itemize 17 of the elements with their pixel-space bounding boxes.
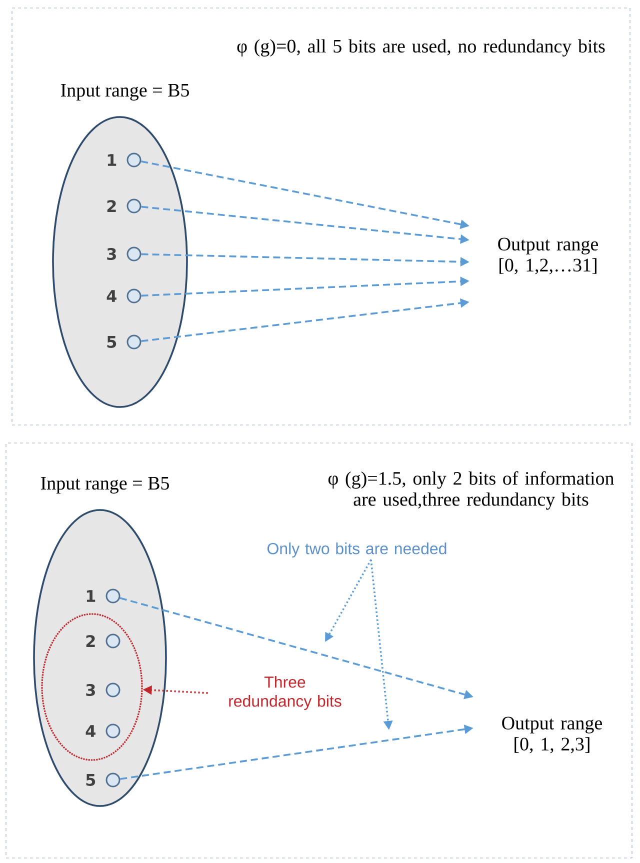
dotted-ellipse	[41, 613, 143, 761]
annotation-text: Three redundancy bits	[229, 676, 342, 710]
node-label: 4	[86, 725, 96, 737]
node-label: Input range = B5	[60, 84, 189, 101]
node-label: 1	[86, 590, 96, 602]
annotation-text: Only two bits are needed	[267, 542, 446, 558]
node-label: 2	[86, 635, 95, 647]
node-label: 5	[107, 336, 116, 348]
node-label: 2	[107, 200, 116, 212]
node-label: 1	[108, 154, 116, 166]
node-label: 4	[106, 290, 116, 302]
output-label: Output range [0, 1,2,…31]	[498, 238, 598, 274]
output-label: Output range [0, 1, 2,3]	[502, 716, 602, 754]
node-label: 3	[107, 248, 116, 260]
node-label: 3	[86, 684, 95, 696]
node-label: 5	[86, 774, 96, 786]
node-label: Input range = B5	[40, 477, 169, 494]
